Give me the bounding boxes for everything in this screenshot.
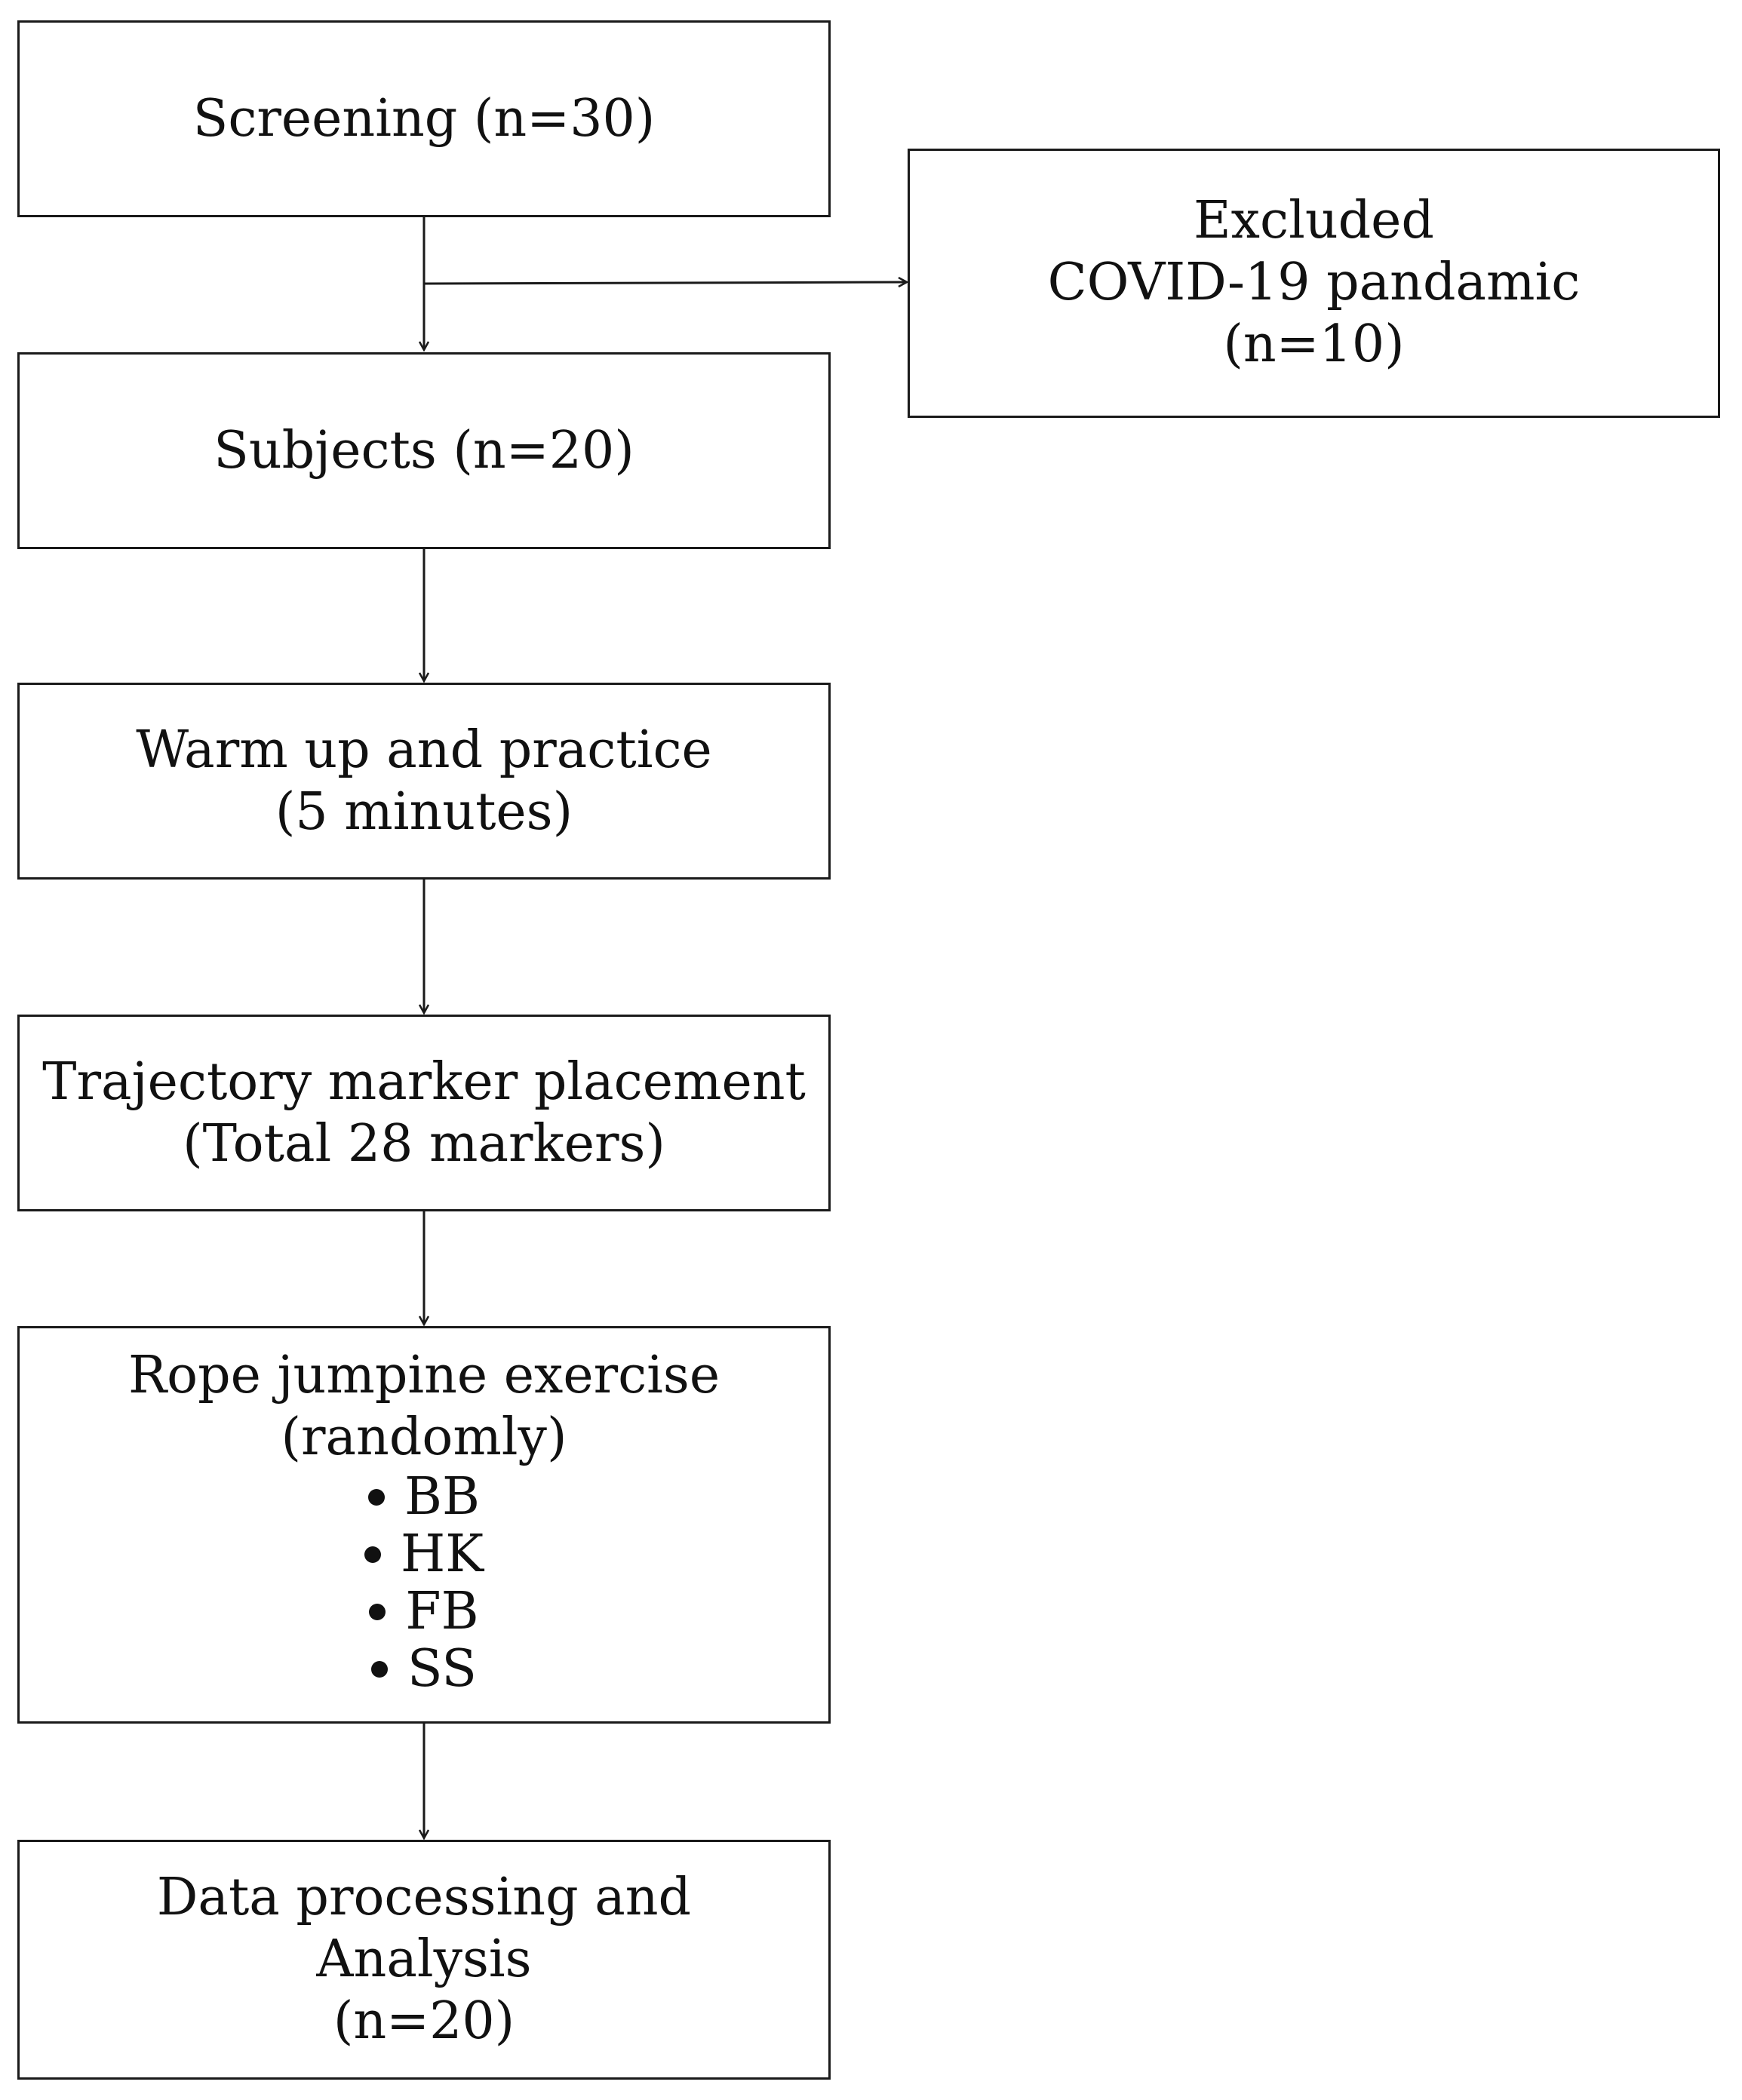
bullet-icon: [364, 1546, 381, 1563]
arrow-to-excluded: [423, 282, 906, 284]
warmup-box: Warm up and practice (5 minutes): [17, 683, 831, 880]
exercise-item-label: HK: [400, 1524, 484, 1584]
exercise-order: (randomly): [281, 1408, 567, 1467]
exercise-title: Rope jumpine exercise: [128, 1346, 720, 1405]
exercise-item-label: BB: [404, 1467, 480, 1527]
bullet-icon: [369, 1604, 386, 1620]
subjects-box: Subjects (n=20): [17, 352, 831, 549]
excluded-count: (n=10): [1223, 315, 1405, 374]
exercise-item-label: SS: [407, 1639, 477, 1699]
bullet-icon: [368, 1489, 386, 1506]
warmup-title: Warm up and practice: [136, 720, 712, 780]
exercise-item-hk: HK: [364, 1526, 484, 1583]
exercise-item-label: FB: [405, 1582, 479, 1641]
analysis-subtitle: Analysis: [316, 1930, 532, 1989]
analysis-title: Data processing and: [156, 1868, 692, 1927]
analysis-count: (n=20): [333, 1991, 515, 2051]
excluded-box: Excluded COVID-19 pandamic (n=10): [908, 149, 1720, 418]
warmup-duration: (5 minutes): [275, 781, 573, 842]
subjects-label: Subjects (n=20): [214, 420, 634, 480]
exercise-box: Rope jumpine exercise (randomly) BB HK F…: [17, 1326, 831, 1724]
bullet-icon: [371, 1661, 388, 1678]
excluded-reason: COVID-19 pandamic: [1047, 253, 1581, 312]
marker-placement-box: Trajectory marker placement (Total 28 ma…: [17, 1015, 831, 1211]
exercise-item-fb: FB: [369, 1582, 479, 1641]
screening-box: Screening (n=30): [17, 20, 831, 217]
screening-label: Screening (n=30): [192, 88, 656, 149]
exercise-item-ss: SS: [371, 1641, 477, 1698]
exercise-list: BB HK FB SS: [364, 1469, 484, 1698]
excluded-title: Excluded: [1194, 191, 1434, 250]
marker-placement-count: (Total 28 markers): [183, 1113, 665, 1174]
exercise-item-bb: BB: [368, 1469, 480, 1526]
analysis-box: Data processing and Analysis (n=20): [17, 1840, 831, 2080]
marker-placement-title: Trajectory marker placement: [42, 1052, 806, 1112]
